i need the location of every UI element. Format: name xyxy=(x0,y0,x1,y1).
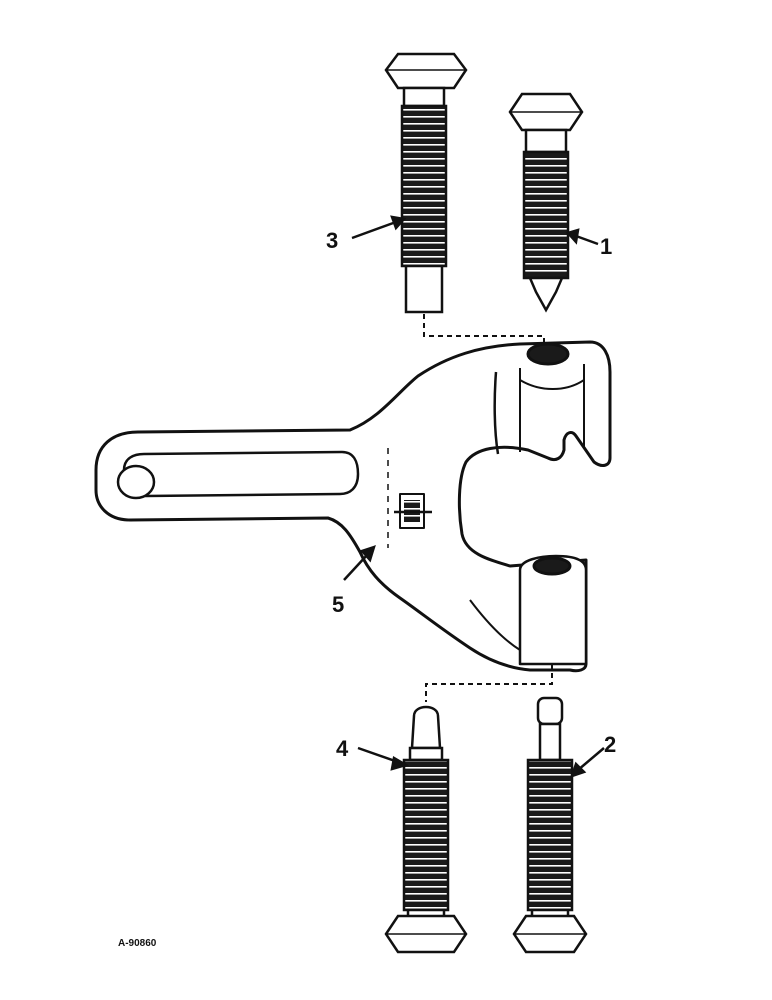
part-3-pilot-bolt xyxy=(384,52,468,314)
callout-1: 1 xyxy=(600,234,612,259)
callout-4: 4 xyxy=(336,736,349,761)
assembly-line-lower xyxy=(425,664,553,702)
part-1-pointed-bolt xyxy=(508,92,584,313)
callout-2: 2 xyxy=(604,732,616,757)
part-2-narrow-pilot-bolt xyxy=(512,696,588,954)
callout-3: 3 xyxy=(326,228,338,253)
leader-lines xyxy=(343,215,605,778)
part-4-round-tip-bolt xyxy=(384,705,468,954)
part-5-tool-body xyxy=(94,340,612,673)
callout-5: 5 xyxy=(332,592,344,617)
figure-code: A-90860 xyxy=(118,938,157,949)
